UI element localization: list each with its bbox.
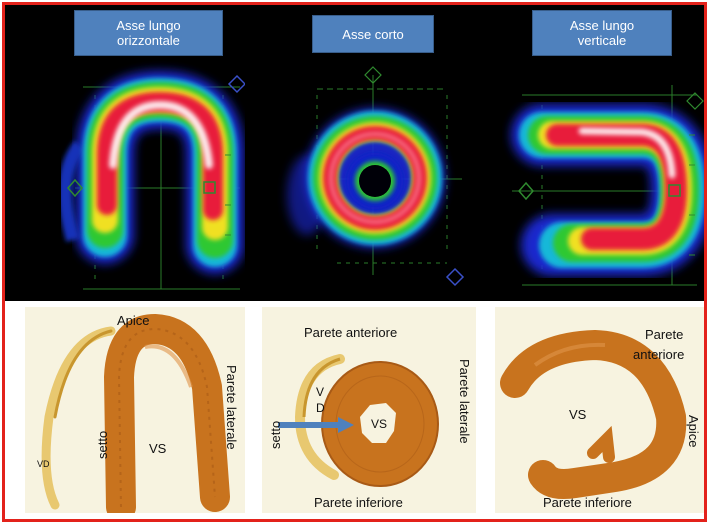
label-apex: Apice <box>117 313 150 328</box>
specimen-short: Parete anteriore Parete inferiore Parete… <box>262 307 476 513</box>
label-inferior-wall-vertical: Parete inferiore <box>543 495 632 510</box>
specimen-row: Apice Parete laterale setto VS VD Parete <box>5 301 704 519</box>
view-title-horizontal: Asse lungo orizzontale <box>74 10 223 56</box>
scan-horizontal-long-axis: Asse lungo orizzontale <box>35 5 245 301</box>
label-inferior-wall: Parete inferiore <box>314 495 403 510</box>
label-apex-vertical: Apice <box>686 415 701 448</box>
label-anterior-wall-line2: anteriore <box>633 347 684 362</box>
view-title-short: Asse corto <box>312 15 434 53</box>
scan-short-axis: Asse corto <box>277 5 469 301</box>
label-rv-d: D <box>316 401 325 416</box>
label-rv-v: V <box>316 385 324 400</box>
label-septum: setto <box>95 431 110 459</box>
label-lv: VS <box>149 441 166 456</box>
label-lateral-wall: Parete laterale <box>224 365 239 450</box>
label-rv: VD <box>37 459 50 469</box>
label-lv-short: VS <box>371 417 387 432</box>
label-anterior-wall: Parete anteriore <box>304 325 397 340</box>
label-lateral-wall-short: Parete laterale <box>457 359 472 444</box>
label-lv-vertical: VS <box>569 407 586 422</box>
specimen-horizontal: Apice Parete laterale setto VS VD <box>25 307 245 513</box>
specimen-vertical: Parete anteriore Apice VS Parete inferio… <box>495 307 704 513</box>
scan-row: Asse lungo orizzontale <box>5 5 704 301</box>
label-septum-short: setto <box>268 421 283 449</box>
scan-vertical-long-axis: Asse lungo verticale <box>502 5 704 301</box>
view-title-vertical: Asse lungo verticale <box>532 10 672 56</box>
label-anterior-wall-line1: Parete <box>645 327 683 342</box>
specimen-horizontal-image <box>25 307 245 513</box>
